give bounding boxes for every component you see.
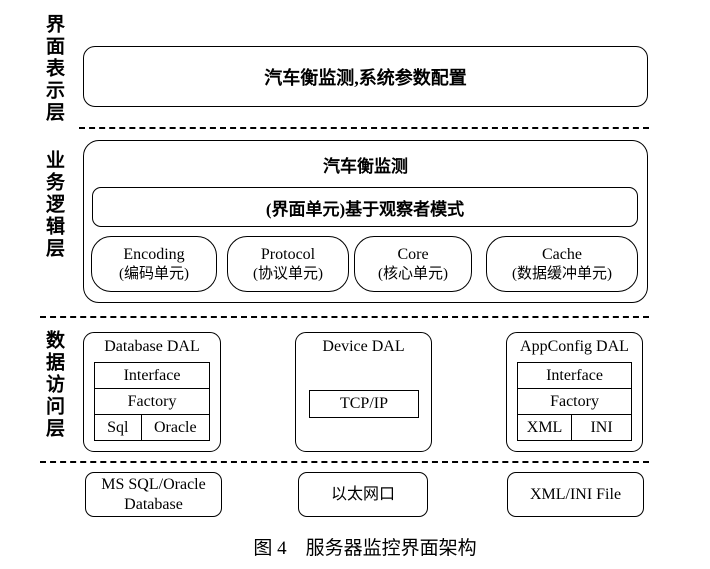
business-box-title: 汽车衡监测 xyxy=(323,157,408,176)
module-row-factory: Factory xyxy=(95,388,209,414)
module-cell-oracle: Oracle xyxy=(140,415,209,440)
module-row-interface: Interface xyxy=(546,367,603,384)
tcpip-box: TCP/IP xyxy=(309,390,419,418)
unit-bubble-core: Core (核心单元) xyxy=(354,236,472,292)
figure-caption: 图 4 服务器监控界面架构 xyxy=(253,538,477,559)
layer-label-data-access: 数据访问层 xyxy=(43,330,64,440)
divider-data-resources xyxy=(40,461,649,463)
module-device-dal: Device DAL TCP/IP xyxy=(295,332,432,452)
unit-name: Protocol xyxy=(260,245,316,263)
divider-business-data xyxy=(40,316,649,318)
layer-label-business: 业务逻辑层 xyxy=(43,150,64,260)
unit-name: Core xyxy=(397,245,429,263)
unit-bubble-cache: Cache (数据缓冲单元) xyxy=(486,236,638,292)
observer-pattern-box: (界面单元)基于观察者模式 xyxy=(92,187,638,227)
resource-box-database: MS SQL/Oracle Database xyxy=(85,472,222,517)
divider-presentation-business xyxy=(79,127,649,129)
unit-desc: (核心单元) xyxy=(378,265,448,282)
module-table: Interface Factory XML INI xyxy=(517,362,632,441)
module-cell-xml: XML xyxy=(526,419,563,436)
module-title: AppConfig DAL xyxy=(520,338,629,355)
resource-box-ethernet: 以太网口 xyxy=(298,472,428,517)
presentation-box: 汽车衡监测,系统参数配置 xyxy=(83,46,648,107)
module-cell-sql: Sql xyxy=(107,419,129,436)
unit-name: Cache xyxy=(542,245,582,263)
unit-name: Encoding xyxy=(123,245,185,263)
resource-label: XML/INI File xyxy=(529,485,622,503)
module-table: Interface Factory Sql Oracle xyxy=(94,362,210,441)
presentation-box-label: 汽车衡监测,系统参数配置 xyxy=(264,67,467,88)
module-row-providers: Sql Oracle xyxy=(95,414,209,440)
business-box: 汽车衡监测 (界面单元)基于观察者模式 Encoding (编码单元) Prot… xyxy=(83,140,648,303)
resource-label: MS SQL/Oracle Database xyxy=(101,476,206,513)
module-row-interface: Interface xyxy=(123,367,181,384)
unit-desc: (数据缓冲单元) xyxy=(512,265,612,282)
resource-label: 以太网口 xyxy=(330,485,395,503)
module-cell-ini: INI xyxy=(571,415,631,440)
module-title: Device DAL xyxy=(322,338,405,355)
unit-desc: (协议单元) xyxy=(253,265,323,282)
module-title: Database DAL xyxy=(104,338,200,355)
module-database-dal: Database DAL Interface Factory Sql Oracl… xyxy=(83,332,221,452)
module-row-factory: Factory xyxy=(518,388,631,414)
module-appconfig-dal: AppConfig DAL Interface Factory XML INI xyxy=(506,332,643,452)
module-row-providers: XML INI xyxy=(518,414,631,440)
layer-label-presentation: 界面表示层 xyxy=(43,14,64,124)
unit-bubble-protocol: Protocol (协议单元) xyxy=(227,236,349,292)
resource-box-xml-ini-file: XML/INI File xyxy=(507,472,644,517)
unit-desc: (编码单元) xyxy=(119,265,189,282)
unit-bubble-encoding: Encoding (编码单元) xyxy=(91,236,217,292)
observer-pattern-label: (界面单元)基于观察者模式 xyxy=(265,199,465,219)
